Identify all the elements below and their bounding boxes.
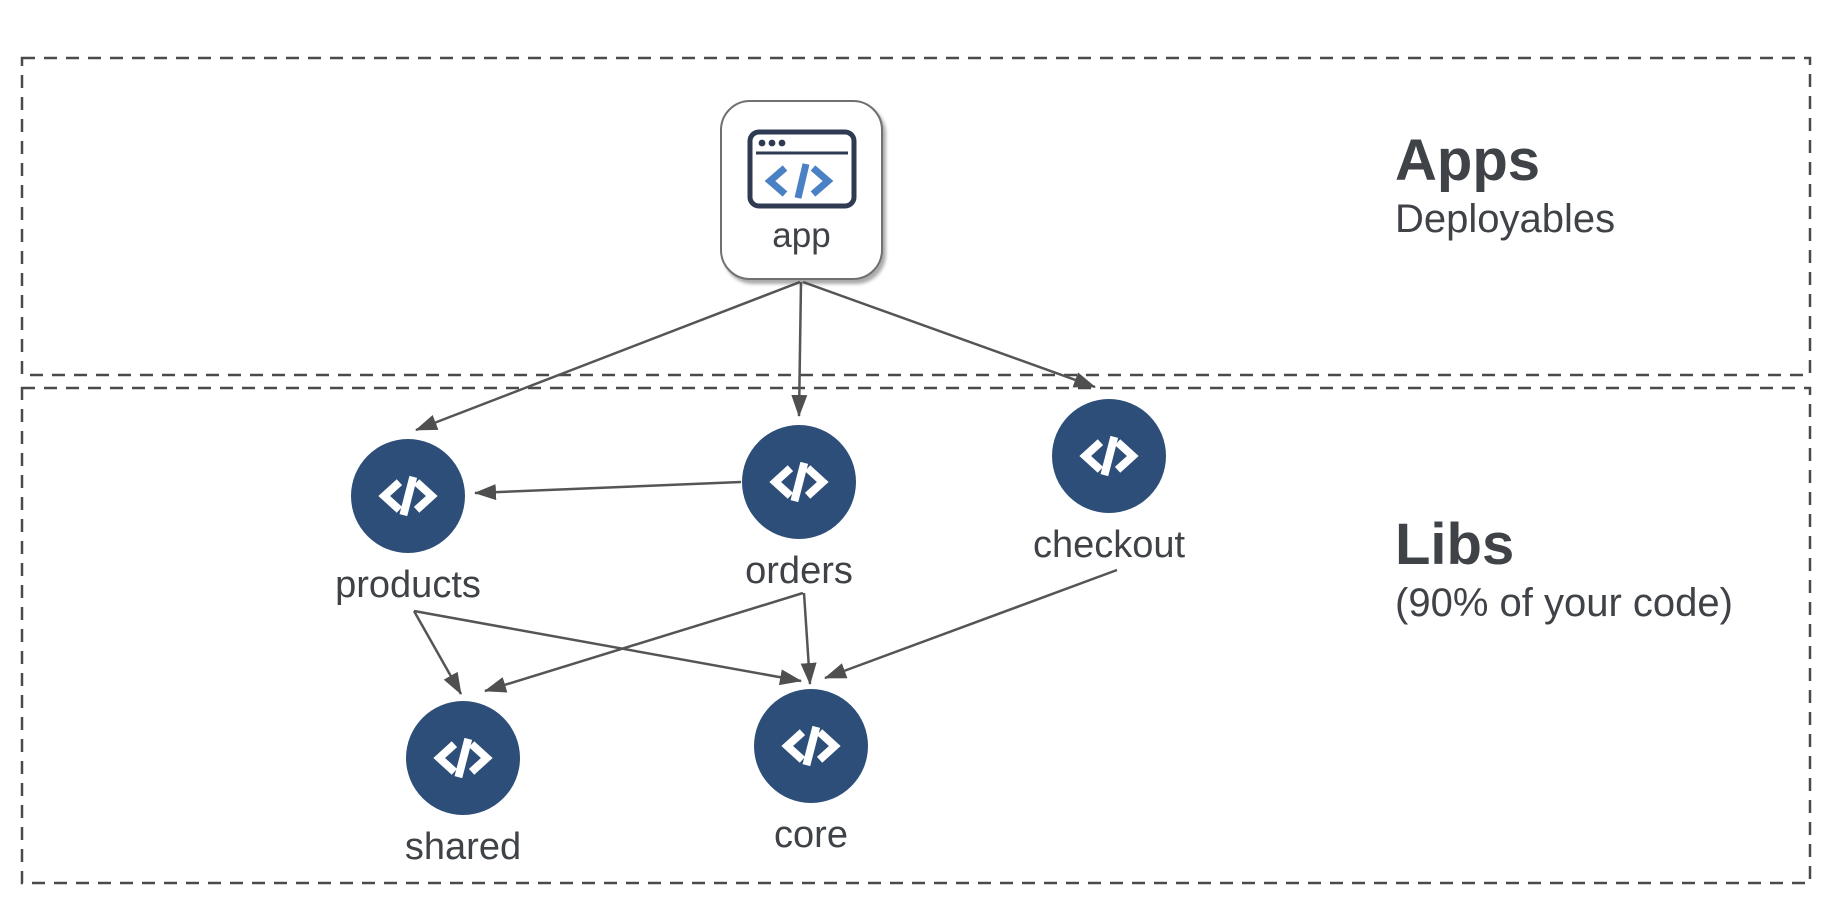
node-core: core — [711, 689, 911, 857]
code-icon — [433, 737, 493, 779]
apps-title: Apps — [1395, 128, 1540, 193]
apps-section-label: Apps Deployables — [1395, 126, 1615, 242]
libs-section-label: Libs (90% of your code) — [1395, 510, 1733, 626]
edge-app-to-checkout — [802, 280, 1096, 389]
libs-subtitle: (90% of your code) — [1395, 580, 1733, 625]
edge-app-to-products — [415, 280, 801, 432]
libs-title: Libs — [1395, 512, 1515, 577]
apps-subtitle: Deployables — [1395, 196, 1616, 241]
browser-code-icon — [747, 129, 856, 209]
node-checkout-circle — [1052, 399, 1166, 513]
node-products-circle — [351, 439, 465, 553]
node-core-circle — [754, 689, 868, 803]
node-shared: shared — [363, 701, 563, 869]
code-icon — [1079, 435, 1139, 477]
edge-products-to-core — [413, 609, 802, 686]
edge-orders-to-shared — [484, 591, 804, 693]
node-app: app — [720, 100, 883, 280]
node-checkout-label: checkout — [1032, 524, 1186, 566]
node-app-label: app — [772, 216, 831, 255]
code-icon — [769, 461, 829, 503]
node-products-label: products — [335, 564, 481, 606]
apps-section-box — [20, 56, 1812, 377]
edge-products-to-shared — [412, 610, 463, 695]
edge-orders-to-products — [474, 480, 742, 501]
node-orders-circle — [742, 425, 856, 539]
node-orders-label: orders — [745, 550, 853, 592]
code-icon — [781, 725, 841, 767]
edge-checkout-to-core — [824, 568, 1118, 680]
libs-section-box — [20, 386, 1812, 885]
edge-app-to-orders — [791, 281, 808, 417]
code-icon — [378, 475, 438, 517]
node-orders: orders — [699, 425, 899, 593]
node-checkout: checkout — [1009, 399, 1209, 567]
node-shared-label: shared — [404, 826, 522, 868]
node-products: products — [308, 439, 508, 607]
node-shared-circle — [406, 701, 520, 815]
node-core-label: core — [774, 814, 848, 856]
edge-orders-to-core — [800, 592, 817, 685]
